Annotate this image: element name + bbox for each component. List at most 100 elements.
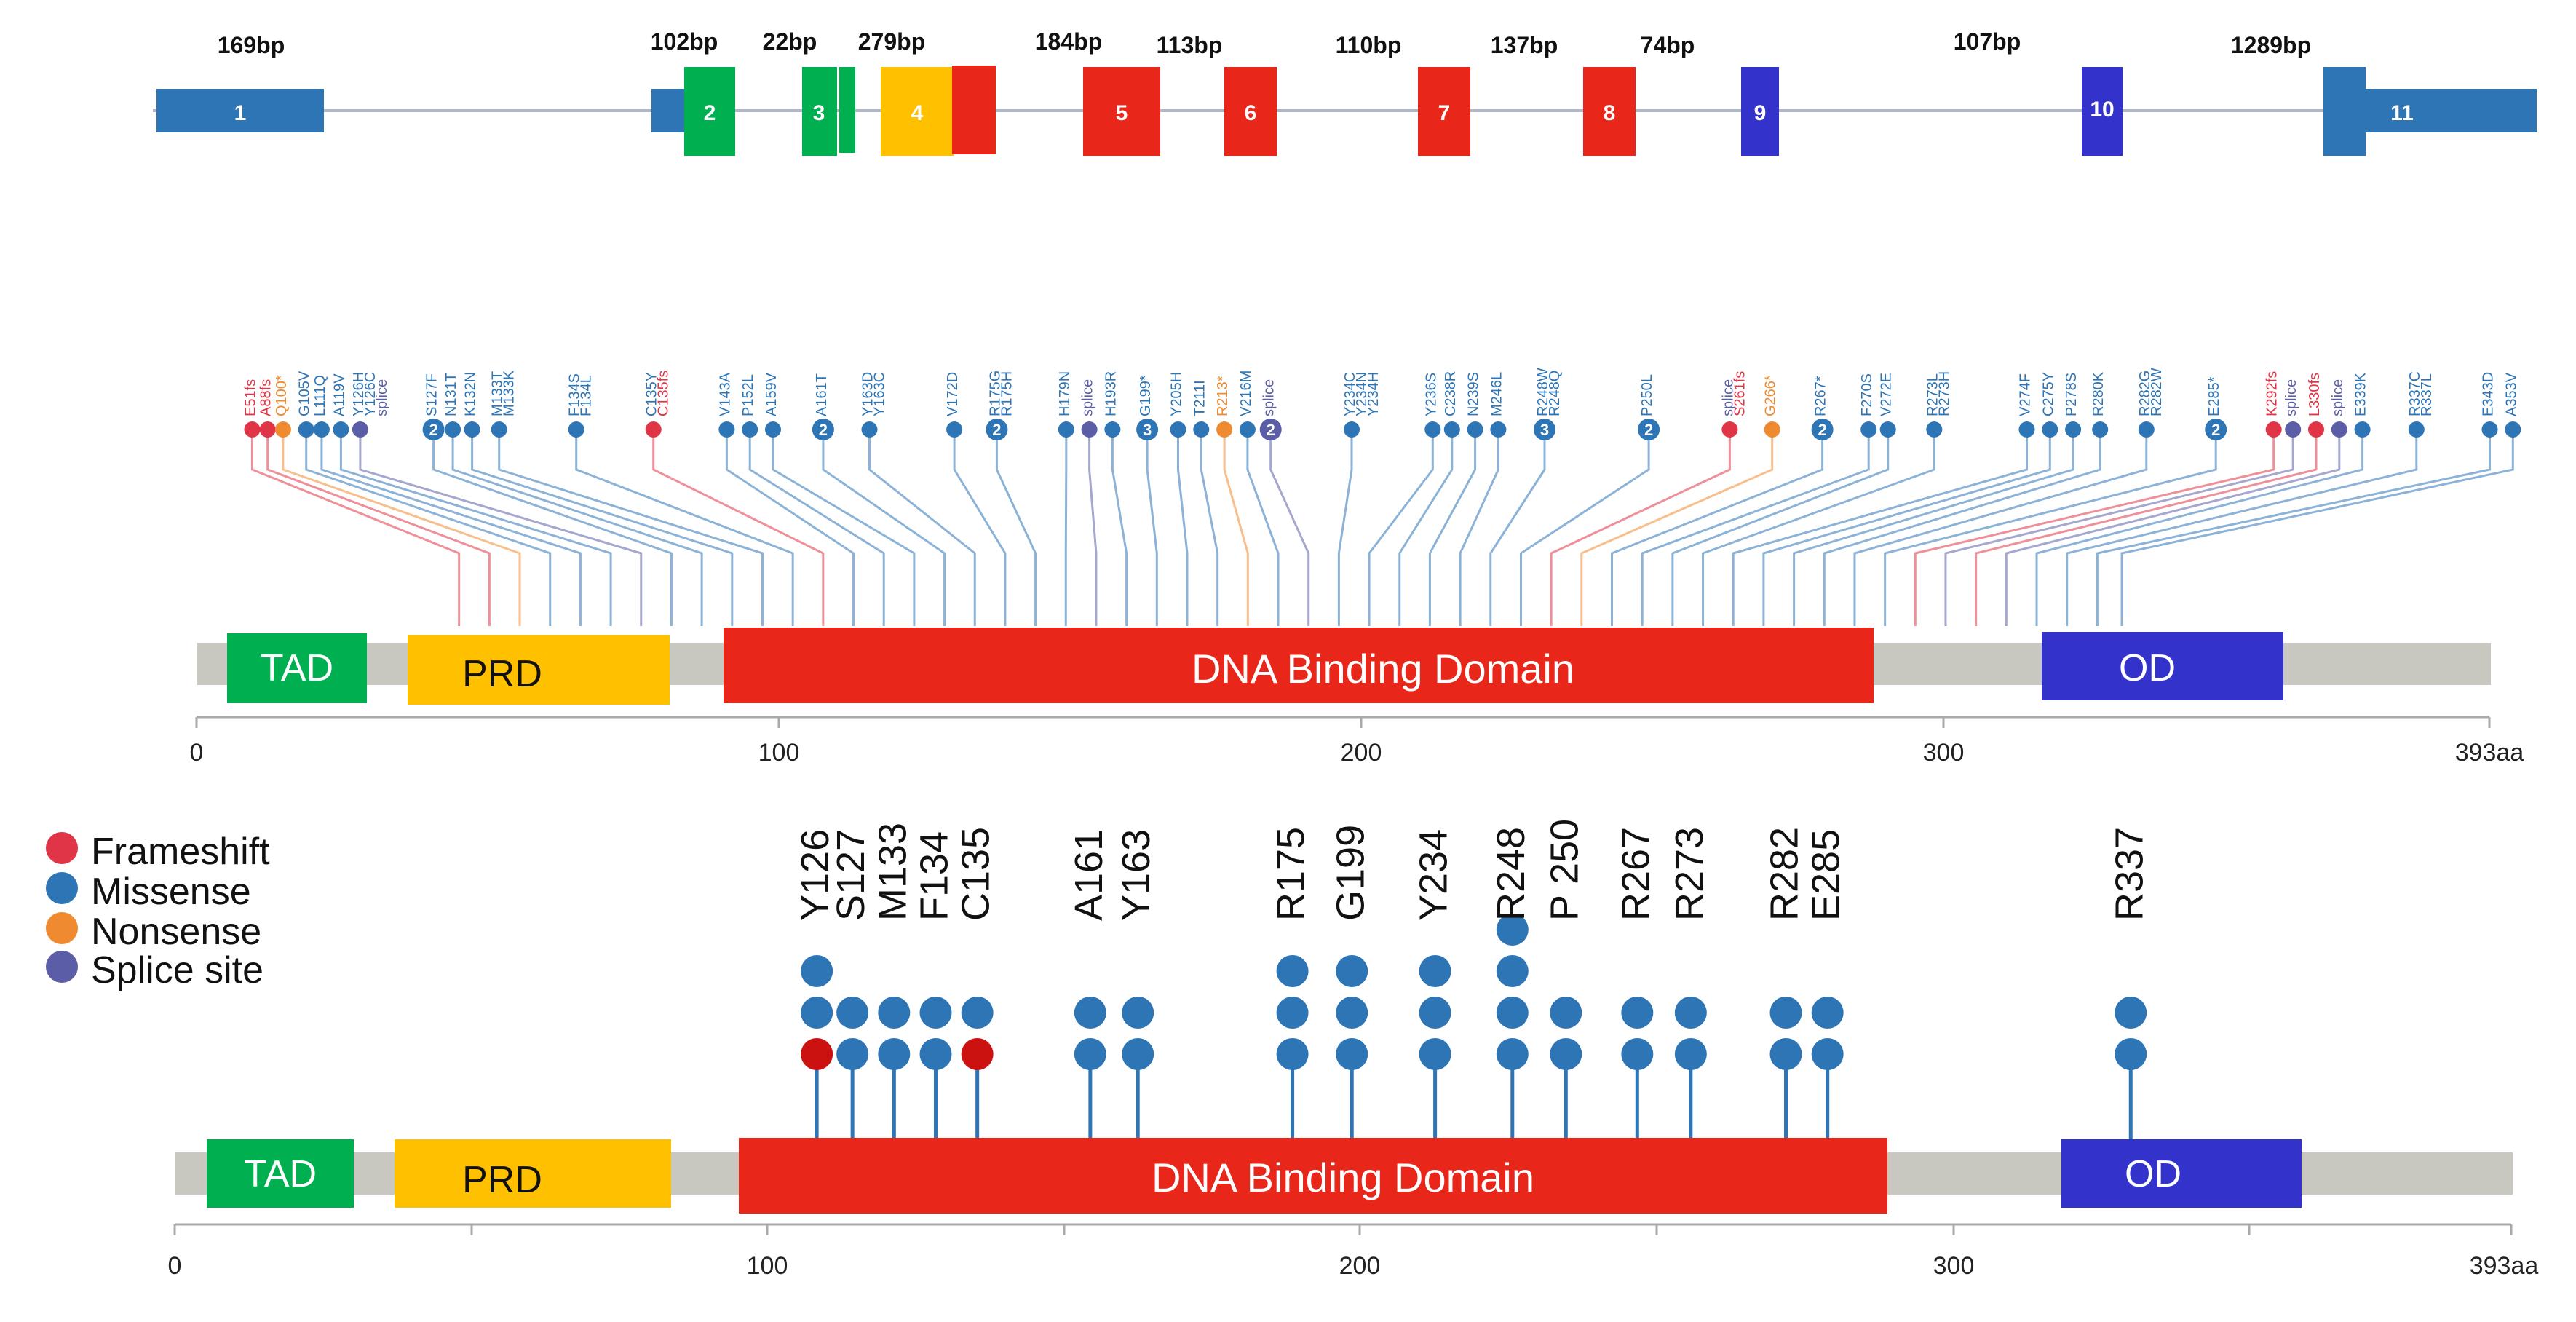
domain-tad-label: TAD <box>261 647 333 689</box>
hotspot: F134 <box>912 831 956 1139</box>
mutation-dot <box>2481 421 2498 438</box>
mutation-stem <box>1200 430 1219 626</box>
top-mutation: splice <box>1080 379 1098 626</box>
mutation-dot <box>645 421 662 438</box>
mutation-label: Y126C <box>362 372 379 416</box>
mutation-count-badge: 2 <box>992 421 1001 439</box>
hotspot-dot <box>919 1038 952 1070</box>
mutation-dot <box>259 421 276 438</box>
mutation-dot <box>1467 421 1483 438</box>
legend-splice-swatch <box>46 951 78 983</box>
mutation-stem <box>652 430 825 626</box>
exon-number: 3 <box>813 101 825 125</box>
hotspot-label: Y163 <box>1114 829 1158 921</box>
mutation-label: G199* <box>1138 375 1154 416</box>
top-mutation: E343D <box>2096 372 2498 626</box>
hotspot-dot <box>1550 1038 1582 1070</box>
hotspot-dot <box>1496 955 1529 987</box>
mutation-label: R273L <box>1925 373 1941 416</box>
mutation-label: E339K <box>2353 372 2369 416</box>
top-mutation: G266* <box>1580 375 1780 626</box>
mutation-label: G105V <box>297 371 313 416</box>
mutation-stem <box>1793 430 2074 626</box>
exon-box <box>1083 67 1160 156</box>
exon-box-b <box>2362 89 2537 132</box>
mutation-stem <box>282 430 521 626</box>
mutation-label: Y126H <box>351 372 367 416</box>
mutation-dot <box>1193 421 1210 438</box>
mutation-label: K292fs <box>2264 371 2280 416</box>
mutation-label: Y163D <box>860 372 876 416</box>
exon-number: 8 <box>1604 101 1616 125</box>
exon-box <box>881 67 954 156</box>
mutation-label: N239S <box>1466 372 1482 416</box>
mutation-label: R273H <box>1936 371 1952 416</box>
mutation-label: R248W <box>1535 368 1551 416</box>
bp-label: 113bp <box>1157 32 1223 58</box>
hotspot-dot <box>1419 1038 1451 1070</box>
exon-10: 10 <box>2082 67 2123 156</box>
bp-label: 74bp <box>1641 32 1695 58</box>
top-mutation: N131T <box>443 373 703 626</box>
mutation-label: N131T <box>443 373 459 416</box>
mutation-dot <box>1860 421 1877 438</box>
mutation-dot <box>1170 421 1186 438</box>
mutation-label: L330fs <box>2307 373 2323 416</box>
hotspot-label: C135 <box>954 827 998 921</box>
bp-label: 137bp <box>1491 32 1558 58</box>
top-mutation: V172D <box>945 372 1007 626</box>
exon-number: 2 <box>704 101 716 125</box>
mutation-dot <box>2285 421 2302 438</box>
mutation-stem <box>339 430 612 626</box>
tick-label: 100 <box>758 739 800 767</box>
mutation-dot <box>1239 421 1256 438</box>
tick-label: 200 <box>1341 739 1382 767</box>
mutation-dot <box>2205 419 2227 440</box>
mutation-dot <box>2065 421 2082 438</box>
hotspot-dot <box>1276 1038 1309 1070</box>
top-mutation: V272E <box>1671 373 1896 626</box>
hotspot-label: R337 <box>2107 827 2151 921</box>
exon-number: 10 <box>2090 98 2114 122</box>
mutation-dot <box>946 421 963 438</box>
mutation-stem <box>1853 430 2148 626</box>
top-mutation: G105V <box>297 371 552 626</box>
exon-box <box>156 89 324 132</box>
hotspot: Y163 <box>1114 829 1158 1139</box>
hotspot-label: G199 <box>1328 825 1372 921</box>
mutation-label: R267* <box>1813 376 1829 416</box>
domain-od <box>2042 632 2283 700</box>
tick-label: 100 <box>747 1252 788 1280</box>
hotspot-dot <box>1769 1038 1802 1070</box>
mutation-dot <box>1081 421 1098 438</box>
mutation-dot <box>244 421 261 438</box>
hotspot-dot <box>961 1038 994 1070</box>
hotspot-label: P 250 <box>1542 819 1586 921</box>
mutation-stem <box>995 430 1037 626</box>
mutation-label: Y236S <box>1423 373 1439 416</box>
hotspot: R267 <box>1614 827 1657 1139</box>
hotspot-dot <box>1122 997 1154 1029</box>
exon-box <box>802 67 837 156</box>
top-mutation: Q100* <box>274 375 521 626</box>
mutation-dot <box>491 421 507 438</box>
mutation-dot <box>2408 421 2425 438</box>
top-mutation: splice <box>1944 379 2302 626</box>
mutation-stem <box>1337 430 1353 626</box>
mutation-label: R337L <box>2419 373 2435 416</box>
top-mutation: A159V <box>764 372 916 626</box>
mutation-label: C238R <box>1443 371 1459 416</box>
top-mutation: C238R <box>1398 371 1460 626</box>
mutation-dot <box>313 421 330 438</box>
mutation-label: A88fs <box>258 379 274 416</box>
mutation-label: F134S <box>567 373 583 416</box>
mutation-count-badge: 2 <box>1818 421 1826 439</box>
exon-8: 8 <box>1583 67 1636 156</box>
hotspot-dot <box>2115 1038 2147 1070</box>
mutation-label: F134L <box>579 375 595 416</box>
